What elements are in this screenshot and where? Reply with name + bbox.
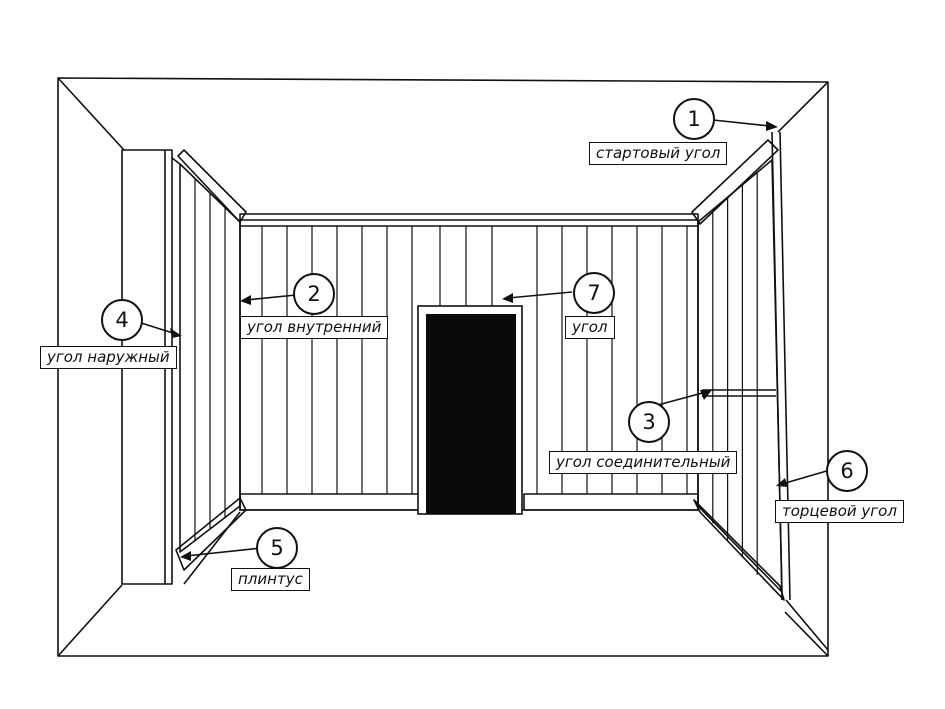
right-wall [697,159,783,593]
floor-edge-left [57,584,123,657]
left-pillar [121,149,173,585]
skirting-right [693,499,785,601]
label-outer-corner: угол наружный [40,346,177,369]
door-opening [426,314,516,514]
arrow-4 [137,321,177,335]
arrow-5 [185,547,263,557]
arrow-2 [245,294,297,301]
callout-number-6: 6 [826,450,868,492]
floor-edge-right [784,611,829,657]
label-inner-corner: угол внутренний [240,316,389,339]
label-corner: угол [565,316,615,339]
callout-number-3: 3 [628,401,670,443]
ceiling-edge-right [777,81,829,133]
callout-number-1: 1 [673,98,715,140]
label-starting-corner: стартовый угол [589,142,728,165]
arrow-1 [712,119,771,127]
ceiling-moulding-left [177,149,247,223]
label-end-corner: торцевой угол [775,500,904,523]
callout-number-5: 5 [256,527,298,569]
callout-number-2: 2 [293,273,335,315]
label-skirting: плинтус [231,568,310,591]
left-wall [179,163,241,553]
skirting-left [175,497,247,571]
arrow-7 [507,291,573,299]
ceiling-moulding-right [691,139,779,225]
skirting-back-right [523,493,699,511]
ceiling-edge-left [57,77,125,151]
label-joining-corner: угол соединительный [549,451,738,474]
arrow-6 [781,469,831,485]
skirting-back [239,493,421,511]
callout-number-4: 4 [101,299,143,341]
callout-number-7: 7 [573,272,615,314]
